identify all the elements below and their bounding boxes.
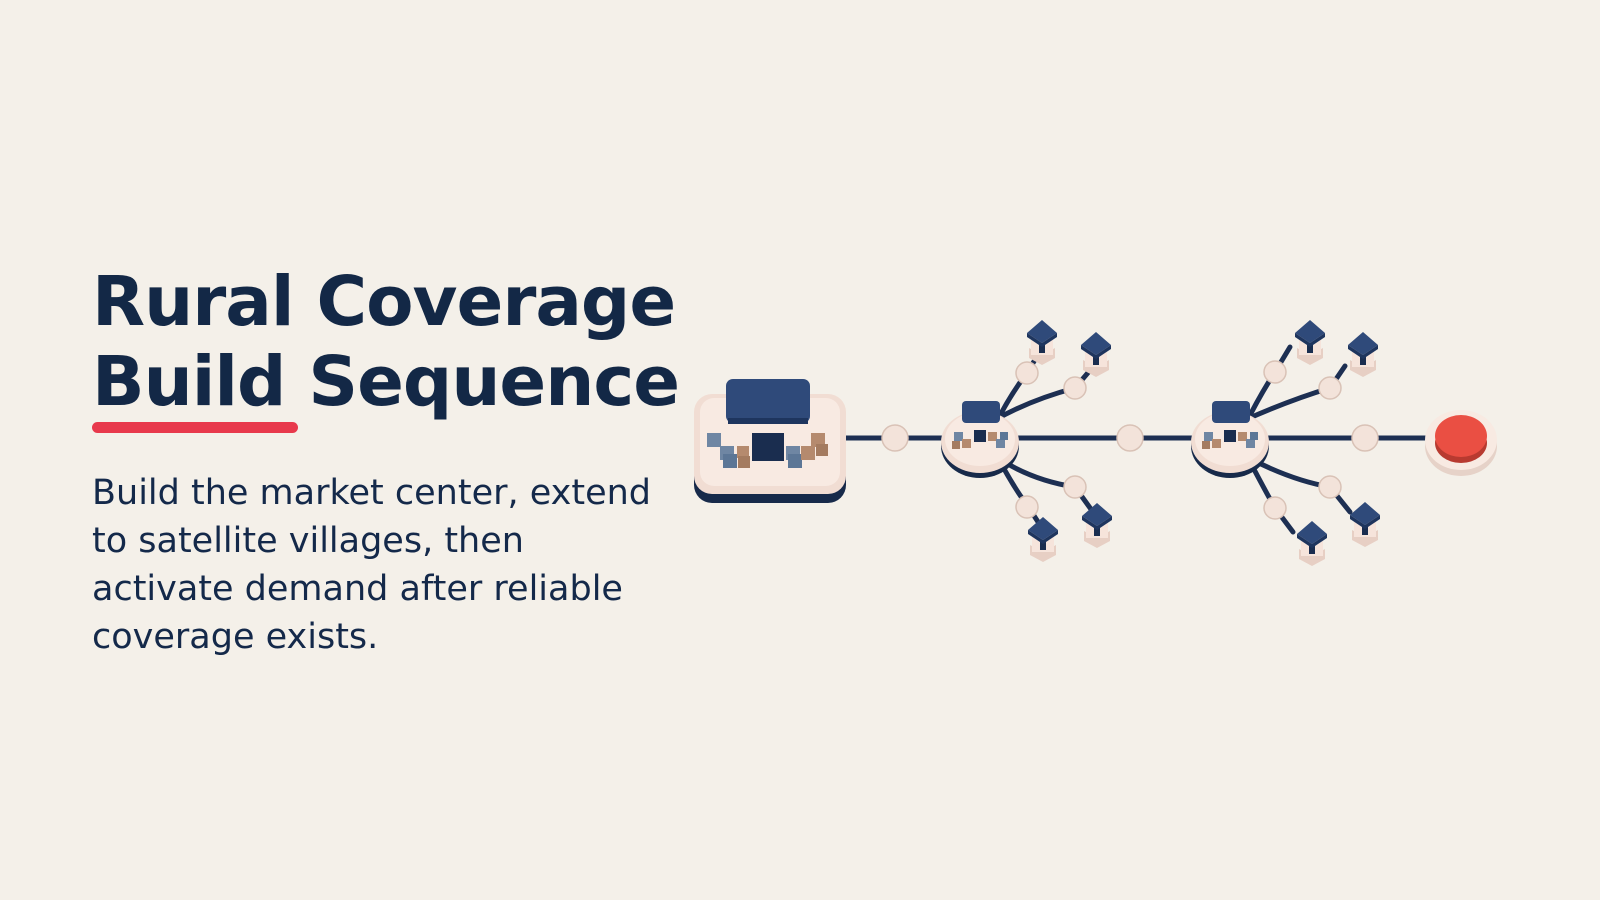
market-center-icon <box>694 379 846 503</box>
text-column: Rural Coverage Build Sequence Build the … <box>92 262 680 661</box>
title-line-2: Build Sequence <box>92 342 680 422</box>
title-line-1: Rural Coverage <box>92 262 676 342</box>
coverage-build-diagram <box>694 320 1497 566</box>
slide-title: Rural Coverage Build Sequence <box>92 262 680 422</box>
endpoint-button-icon <box>1425 410 1497 476</box>
slide-body-text: Build the market center, extend to satel… <box>92 473 652 657</box>
title-accent-underline <box>92 422 298 433</box>
